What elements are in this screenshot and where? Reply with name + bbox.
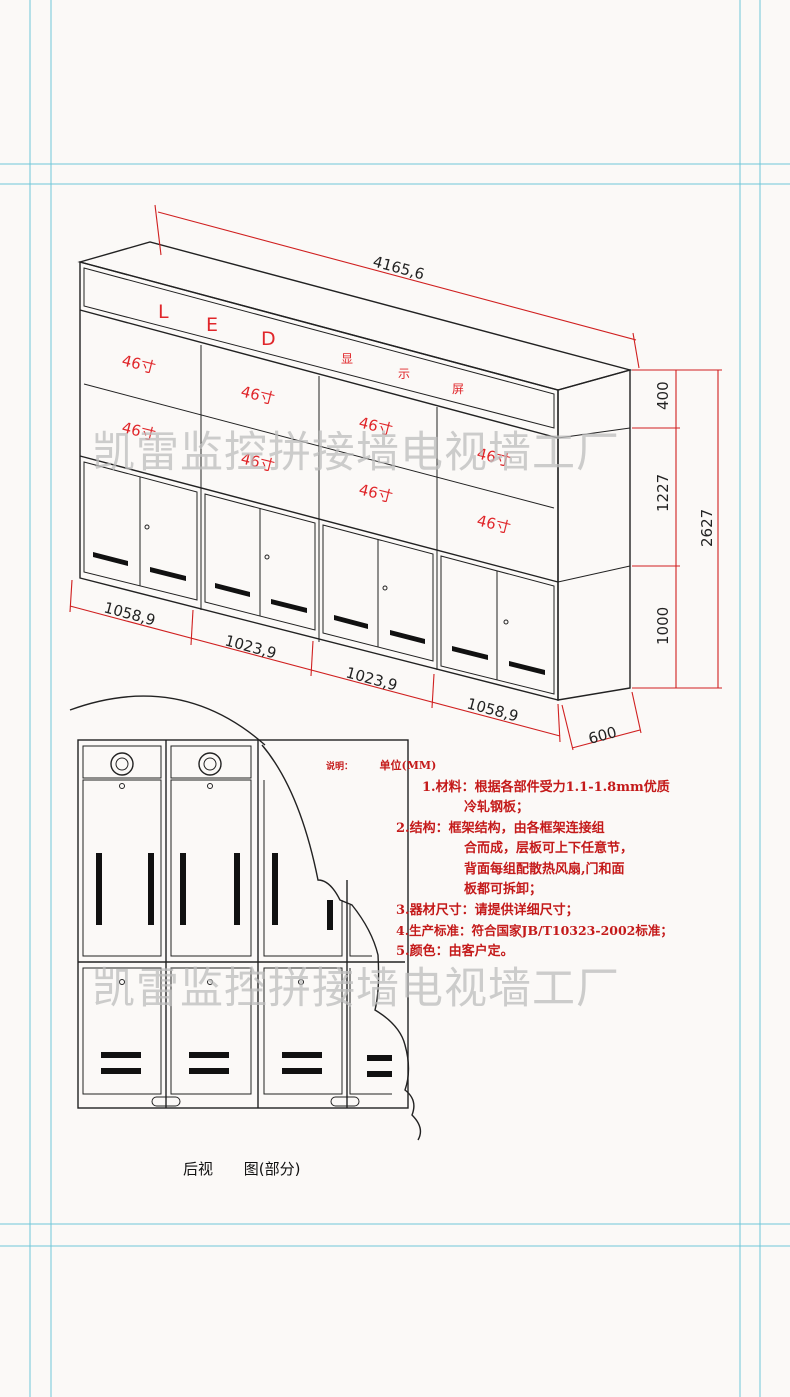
screen-size-label: 46寸	[120, 351, 157, 377]
note-line: 3.器材尺寸：请提供详细尺寸；	[396, 902, 579, 918]
note-line: 5.颜色：由客户定。	[396, 943, 514, 959]
note-line: 2.结构：框架结构，由各框架连接组	[396, 820, 605, 836]
dim-total-width: 4165,6	[371, 252, 426, 283]
dim-width-3: 1023,9	[344, 663, 399, 694]
dim-width-1: 1058,9	[102, 598, 157, 629]
screen-char: 示	[398, 367, 410, 381]
screen-char: 显	[341, 352, 353, 366]
notes-header-row: 说明： 单位(MM)	[326, 756, 726, 778]
led-letter: L	[158, 301, 169, 323]
screen-size-label: 46寸	[239, 382, 276, 408]
notes-unit: 单位(MM)	[379, 759, 437, 772]
watermark: 凯雷监控拼接墙电视墙工厂	[92, 964, 620, 1014]
watermark: 凯雷监控拼接墙电视墙工厂	[92, 428, 620, 478]
note-line: 4.生产标准：符合国家JB/T10323-2002标准；	[396, 923, 673, 938]
caption-part-b: 图(部分)	[243, 1160, 301, 1178]
screen-size-label: 46寸	[475, 511, 512, 537]
dim-width-4: 1058,9	[465, 694, 520, 725]
cabinet-drawing	[77, 241, 633, 701]
screen-size-label: 46寸	[357, 480, 394, 506]
led-letter: D	[261, 328, 276, 350]
notes-header: 说明：	[326, 762, 354, 772]
rear-view-drawing	[69, 695, 422, 1141]
screen-char: 屏	[452, 382, 464, 396]
caption-part-a: 后视	[183, 1160, 214, 1178]
led-label: L E D 显 示 屏	[158, 301, 464, 396]
dim-height-top: 400	[654, 381, 672, 410]
led-letter: E	[206, 314, 218, 336]
note-line: 合而成，层板可上下任意节，	[464, 841, 634, 856]
dim-height-middle: 1227	[654, 474, 672, 512]
dim-height-total: 2627	[698, 509, 716, 547]
note-line: 背面每组配散热风扇,门和面	[464, 861, 625, 877]
notes-panel: 说明： 单位(MM) 1.材料：根据各部件受力1.1-1.8mm优质 冷轧钢板；…	[326, 756, 726, 962]
dim-depth: 600	[586, 723, 618, 748]
dim-width-2: 1023,9	[223, 631, 278, 662]
note-line: 1.材料：根据各部件受力1.1-1.8mm优质	[422, 779, 670, 795]
dim-height-bottom: 1000	[654, 607, 672, 645]
note-line: 板都可拆卸；	[464, 882, 543, 897]
note-line: 冷轧钢板；	[464, 800, 530, 815]
rear-view-caption: 后视 图(部分)	[183, 1158, 301, 1179]
